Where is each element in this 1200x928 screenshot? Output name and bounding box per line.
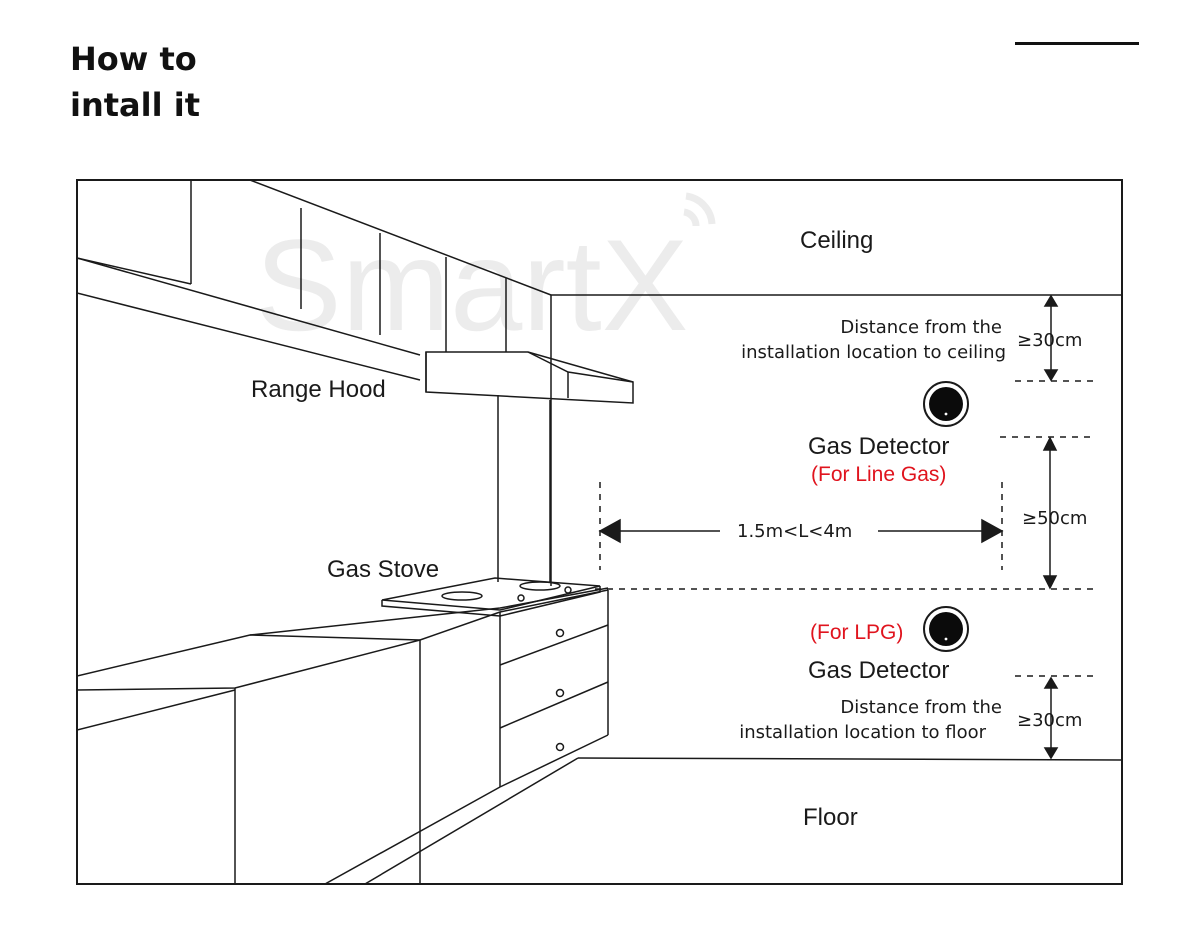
ceiling-distance-value: ≥30cm: [1017, 330, 1082, 351]
header-rule: [1015, 42, 1139, 45]
page-title-line1: How to: [70, 40, 197, 78]
drawer-knobs: [517, 586, 572, 752]
range-hood-shape: [425, 351, 634, 582]
page-title-line2: intall it: [70, 86, 200, 124]
horizontal-distance-value: 1.5m<L<4m: [737, 521, 852, 542]
watermark-text: SmartX: [255, 212, 688, 358]
upper-cabinets: [77, 180, 507, 381]
floor-distance-line2: installation location to floor: [739, 722, 986, 743]
detector-line-gas-type: (For Line Gas): [811, 463, 946, 486]
guide-lines: [595, 380, 1095, 677]
height-gap-value: ≥50cm: [1022, 508, 1087, 529]
detector-lpg-name: Gas Detector: [808, 657, 949, 684]
detector-lpg-type: (For LPG): [810, 621, 903, 644]
ceiling-distance-line2: installation location to ceiling: [741, 342, 1006, 363]
page-title: How to intall it: [70, 36, 200, 128]
ceiling-label: Ceiling: [800, 227, 873, 254]
gas-detector-lpg-icon: [923, 606, 969, 652]
floor-label: Floor: [803, 804, 858, 831]
watermark-signal-icon: [683, 192, 716, 227]
dimension-arrows: [598, 294, 1059, 760]
gas-stove-shape: [381, 577, 601, 617]
countertop: [77, 587, 609, 884]
range-hood-label: Range Hood: [251, 376, 386, 403]
floor-distance-value: ≥30cm: [1017, 710, 1082, 731]
gas-stove-label: Gas Stove: [327, 556, 439, 583]
floor-line: [577, 757, 1122, 761]
room-drawing: [77, 180, 1122, 884]
diagram-frame: [76, 179, 1123, 885]
gas-detector-line-gas-icon: [923, 381, 969, 427]
floor-distance-line1: Distance from the: [840, 697, 1002, 718]
ceiling-distance-line1: Distance from the: [840, 317, 1002, 338]
detector-line-gas-name: Gas Detector: [808, 433, 949, 460]
